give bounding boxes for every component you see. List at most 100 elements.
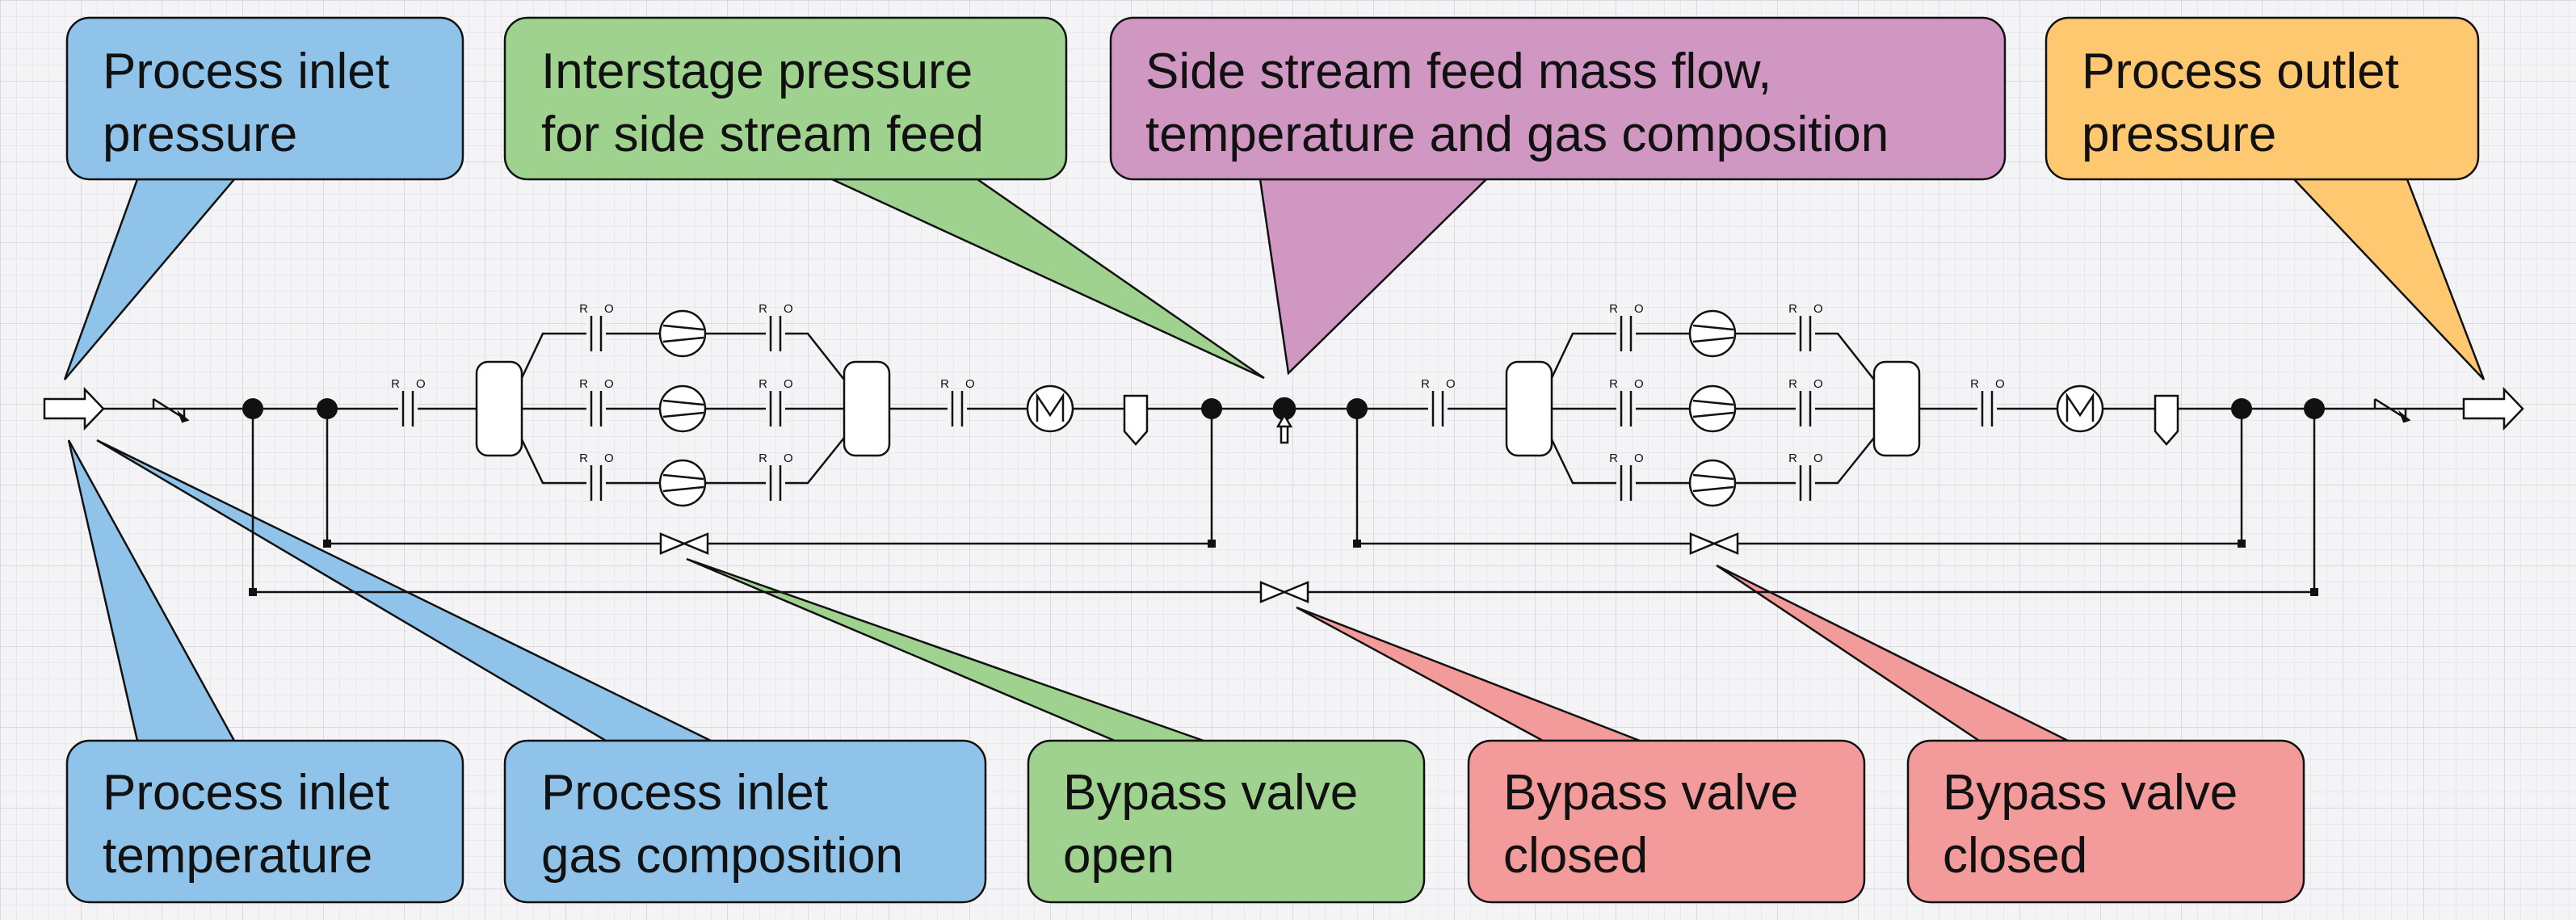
- bypass-valve-1-icon: [681, 532, 709, 555]
- bypass-valve-1-icon: [659, 532, 687, 555]
- orifice-label-o: O: [1634, 302, 1644, 316]
- arrows: [43, 386, 2524, 431]
- box-bypass-3: [1906, 739, 2305, 904]
- manifold-vessels: [475, 360, 1921, 457]
- junction: [1201, 398, 1222, 419]
- side-stream-feed-icon: [1272, 397, 1296, 444]
- pointer-bypass-1: [686, 557, 1204, 742]
- bypass-valve-2-icon: [1281, 581, 1309, 603]
- orifice-label-r: R: [1970, 377, 1979, 391]
- box-outlet-pressure: [2044, 16, 2480, 181]
- splitter-vessel: [475, 360, 523, 457]
- orifice-label-r: R: [579, 302, 588, 316]
- orifice-label-r: R: [1788, 377, 1797, 391]
- pointer-inlet-pressure: [63, 178, 237, 380]
- pointer-inlet-temperature: [67, 439, 237, 742]
- orifice-label-o: O: [1995, 377, 2005, 391]
- orifice-label-o: O: [1446, 377, 1456, 391]
- orifice-label-r: R: [391, 377, 400, 391]
- orifice-label-o: O: [604, 302, 614, 316]
- compressor-icon: [1688, 459, 1737, 507]
- orifice-label-r: R: [1609, 452, 1618, 465]
- check-valve-inlet-icon: [152, 397, 190, 423]
- inlet-arrow-icon: [43, 386, 105, 431]
- orifice-label-o: O: [604, 452, 614, 465]
- orifice-label-r: R: [579, 452, 588, 465]
- orifice-label-r: R: [1788, 302, 1797, 316]
- bypass-valve-3-icon: [1689, 532, 1717, 555]
- orifice-label-r: R: [759, 377, 767, 391]
- outlet-arrow-icon: [2462, 386, 2524, 431]
- compressor-icon: [658, 459, 707, 507]
- box-inlet-pressure: [65, 16, 464, 181]
- combiner-vessel: [1872, 360, 1921, 457]
- orifice-label-r: R: [1421, 377, 1430, 391]
- orifice-label-r: R: [1609, 377, 1618, 391]
- orifice-label-o: O: [1813, 377, 1823, 391]
- bypass-valves: [659, 532, 1739, 603]
- orifice-label-o: O: [784, 452, 793, 465]
- junctions: [242, 398, 2325, 596]
- check-valve-outlet-icon: [2373, 397, 2411, 423]
- bypass-valve-2-icon: [1259, 581, 1288, 603]
- pointer-interstage-pressure: [831, 178, 1265, 380]
- orifice-label-o: O: [965, 377, 975, 391]
- scrubber-icon: [2154, 394, 2179, 446]
- orifice-label-o: O: [416, 377, 426, 391]
- junction: [1347, 398, 1368, 419]
- junction: [2231, 398, 2252, 419]
- scrubber-icon: [1123, 394, 1149, 446]
- orifice-label-r: R: [759, 452, 767, 465]
- motor-icon: [1026, 384, 1074, 433]
- check-valves: [152, 397, 2411, 423]
- callout-pointers: [63, 178, 2486, 742]
- callout-boxes: [65, 16, 2480, 904]
- bypass-valve-3-icon: [1711, 532, 1739, 555]
- box-side-stream: [1109, 16, 2007, 181]
- orifice-label-r: R: [759, 302, 767, 316]
- orifice-label-o: O: [604, 377, 614, 391]
- pointer-bypass-2: [1296, 606, 1641, 742]
- compressor-icon: [658, 309, 707, 358]
- motor-icon: [2056, 384, 2104, 433]
- orifice-label-o: O: [1634, 377, 1644, 391]
- orifice-label-r: R: [1788, 452, 1797, 465]
- box-interstage-pressure: [503, 16, 1068, 181]
- junction: [2304, 398, 2325, 419]
- motors: [1026, 384, 2179, 446]
- orifice-label-r: R: [579, 377, 588, 391]
- box-bypass-1: [1027, 739, 1426, 904]
- process-lines: [103, 332, 2464, 594]
- compressors: [658, 309, 1737, 507]
- compressor-icon: [1688, 309, 1737, 358]
- compressor-icon: [1688, 384, 1737, 433]
- orifice-label-o: O: [784, 377, 793, 391]
- orifice-label-o: O: [1634, 452, 1644, 465]
- compressor-icon: [658, 384, 707, 433]
- orifice-label-r: R: [1609, 302, 1618, 316]
- box-bypass-2: [1467, 739, 1866, 904]
- box-inlet-temperature: [65, 739, 464, 904]
- orifice-label-o: O: [784, 302, 793, 316]
- pointer-outlet-pressure: [2292, 178, 2486, 380]
- junction: [317, 398, 338, 419]
- splitter-vessel: [1505, 360, 1553, 457]
- combiner-vessel: [843, 360, 891, 457]
